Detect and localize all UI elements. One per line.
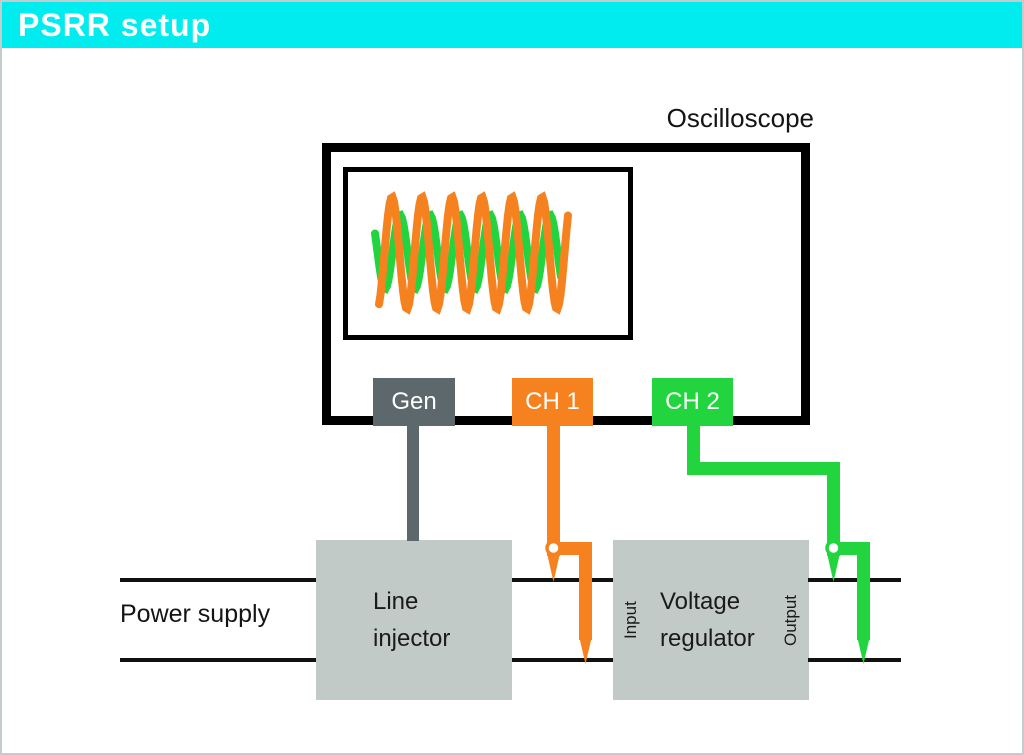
power-line-left-bottom bbox=[120, 658, 316, 662]
ch1-probe bbox=[545, 424, 592, 664]
gen-cable bbox=[407, 424, 419, 541]
ch1-probe-ring bbox=[545, 539, 562, 557]
output-port-label: Output bbox=[781, 594, 800, 646]
power-line-right-bottom bbox=[808, 658, 901, 662]
power-line-left-top bbox=[120, 578, 316, 582]
power-line-right-top bbox=[808, 578, 901, 582]
power-line-mid-top bbox=[512, 578, 613, 582]
line-injector-label-line2: injector bbox=[373, 625, 451, 652]
ch2-probe-ring bbox=[825, 539, 842, 557]
power-supply-label: Power supply bbox=[120, 600, 271, 628]
oscilloscope-screen bbox=[343, 167, 633, 340]
ch1-trace bbox=[375, 191, 572, 315]
page-title: PSRR setup bbox=[18, 7, 212, 43]
power-line-mid-bottom bbox=[512, 658, 613, 662]
waveform-svg bbox=[371, 191, 572, 315]
voltage-regulator-label-line1: Voltage bbox=[660, 588, 741, 615]
ch1-connector-label: CH 1 bbox=[525, 388, 580, 415]
voltage-regulator-label-line2: regulator bbox=[660, 625, 755, 652]
input-port-label: Input bbox=[621, 601, 640, 639]
gen-connector: Gen bbox=[373, 378, 455, 426]
title-bar: PSRR setup bbox=[2, 2, 1022, 48]
gen-connector-label: Gen bbox=[391, 388, 437, 415]
line-injector-block: Line injector bbox=[316, 540, 512, 700]
ch1-connector: CH 1 bbox=[512, 378, 593, 426]
line-injector-label-line1: Line bbox=[373, 588, 419, 615]
voltage-regulator-block: Input Voltage regulator Output bbox=[613, 540, 809, 700]
ch2-connector-label: CH 2 bbox=[665, 388, 720, 415]
ch2-connector: CH 2 bbox=[652, 378, 733, 426]
oscilloscope-label: Oscilloscope bbox=[666, 103, 814, 133]
